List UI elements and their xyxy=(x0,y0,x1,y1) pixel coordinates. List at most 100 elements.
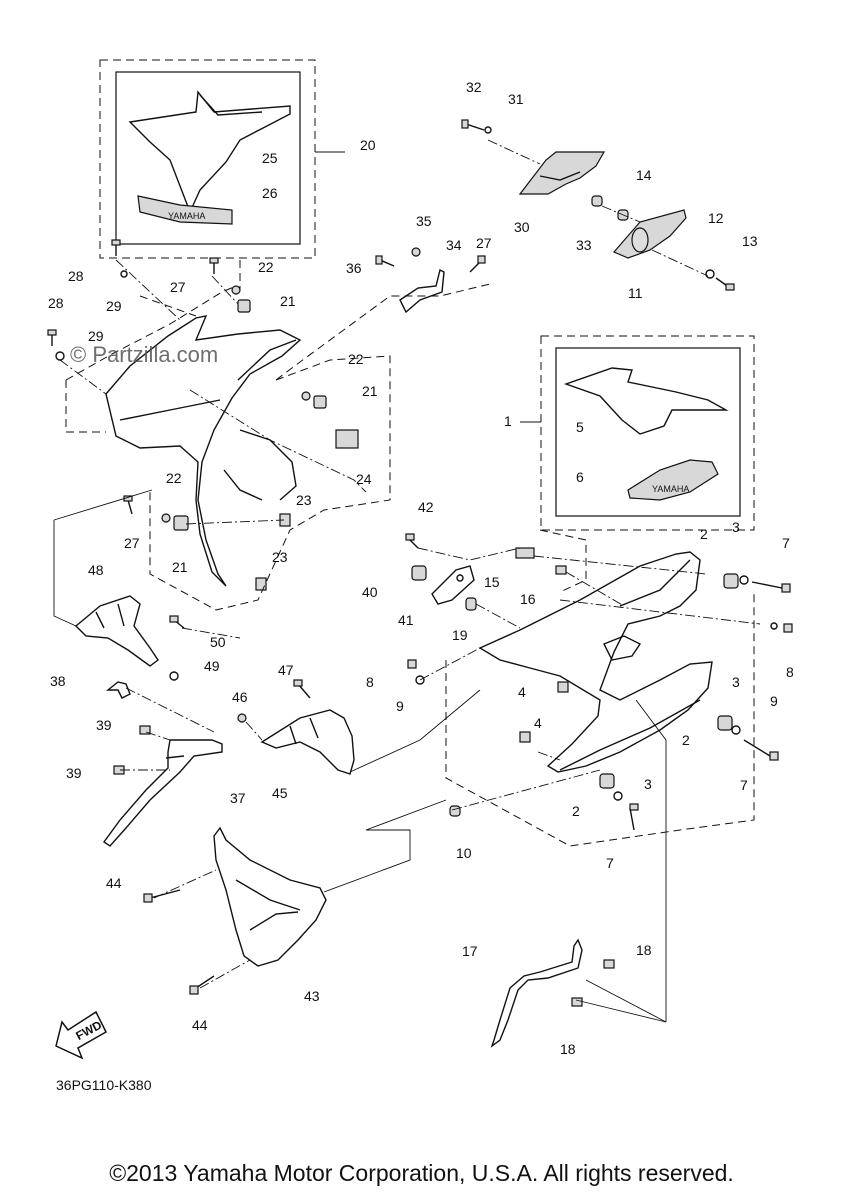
group-box-1 xyxy=(520,335,755,531)
callout-2-c: 2 xyxy=(572,803,580,819)
callout-9-b: 9 xyxy=(396,698,404,714)
diagram-code: 36PG110-K380 xyxy=(56,1077,152,1093)
callout-48: 48 xyxy=(88,562,104,578)
callout-27-b: 27 xyxy=(170,279,186,295)
callout-2-a: 2 xyxy=(700,526,708,542)
callout-46: 46 xyxy=(232,689,248,705)
callout-4-a: 4 xyxy=(518,684,526,700)
decal-26: YAMAHA xyxy=(137,195,233,225)
callout-19: 19 xyxy=(452,627,468,643)
bracket-45 xyxy=(260,709,355,775)
decal-25 xyxy=(128,90,291,214)
callout-28-a: 28 xyxy=(68,268,84,284)
callout-27-a: 27 xyxy=(476,235,492,251)
side-cowling-right xyxy=(478,551,713,773)
callout-3-c: 3 xyxy=(644,776,652,792)
callout-37: 37 xyxy=(230,790,246,806)
under-cowling-43 xyxy=(213,826,327,967)
callout-50: 50 xyxy=(210,634,226,650)
callout-7-c: 7 xyxy=(606,855,614,871)
callout-31: 31 xyxy=(508,91,524,107)
callout-34: 34 xyxy=(446,237,462,253)
callout-17: 17 xyxy=(462,943,478,959)
callout-23-b: 23 xyxy=(272,549,288,565)
callout-24: 24 xyxy=(356,471,372,487)
callout-12: 12 xyxy=(708,210,724,226)
callout-23-a: 23 xyxy=(296,492,312,508)
callout-6: 6 xyxy=(576,469,584,485)
clamp-38 xyxy=(106,681,131,699)
callout-5: 5 xyxy=(576,419,584,435)
callout-9-a: 9 xyxy=(770,693,778,709)
callout-40: 40 xyxy=(362,584,378,600)
callout-30: 30 xyxy=(514,219,530,235)
callout-42: 42 xyxy=(418,499,434,515)
fasteners xyxy=(47,119,793,1007)
copyright-notice: ©2013 Yamaha Motor Corporation, U.S.A. A… xyxy=(109,1160,734,1186)
stay-37 xyxy=(103,739,223,847)
callout-3-b: 3 xyxy=(732,674,740,690)
callout-11: 11 xyxy=(628,285,643,301)
callout-18-a: 18 xyxy=(636,942,652,958)
callout-21-a: 21 xyxy=(280,293,296,309)
leader-lines xyxy=(53,139,761,1023)
callout-18-b: 18 xyxy=(560,1041,576,1057)
callout-29-a: 29 xyxy=(106,298,122,314)
bracket-30 xyxy=(518,151,606,195)
callout-8-b: 8 xyxy=(366,674,374,690)
callout-27-c: 27 xyxy=(124,535,140,551)
callout-43: 43 xyxy=(304,988,320,1004)
decal-6: YAMAHA xyxy=(627,459,719,501)
bracket-34 xyxy=(399,268,445,314)
callout-2-b: 2 xyxy=(682,732,690,748)
callout-28-b: 28 xyxy=(48,295,64,311)
callout-1: 1 xyxy=(504,413,512,429)
callout-13: 13 xyxy=(742,233,758,249)
callout-26: 26 xyxy=(262,185,278,201)
callout-22-b: 22 xyxy=(348,351,364,367)
callout-16: 16 xyxy=(520,591,536,607)
decal-text-26: YAMAHA xyxy=(168,211,205,221)
callout-49: 49 xyxy=(204,658,220,674)
callout-22-a: 22 xyxy=(258,259,274,275)
decal-5 xyxy=(563,367,729,435)
callout-7-a: 7 xyxy=(782,535,790,551)
callout-45: 45 xyxy=(272,785,288,801)
assembly-outlines xyxy=(65,260,755,847)
callout-10: 10 xyxy=(456,845,472,861)
group-box-20 xyxy=(99,59,345,259)
callout-7-b: 7 xyxy=(740,777,748,793)
callout-labels: 20 25 26 32 31 30 33 14 12 13 11 35 34 2… xyxy=(48,79,794,1057)
watermark: © Partzilla.com xyxy=(70,342,218,367)
decal-text-6: YAMAHA xyxy=(652,484,689,494)
bracket-48 xyxy=(74,595,159,667)
callout-14: 14 xyxy=(636,167,652,183)
callout-15: 15 xyxy=(484,574,500,590)
callout-44-a: 44 xyxy=(106,875,122,891)
callout-39-a: 39 xyxy=(96,717,112,733)
callout-3-a: 3 xyxy=(732,519,740,535)
callout-44-b: 44 xyxy=(192,1017,208,1033)
callout-20: 20 xyxy=(360,137,376,153)
callout-41: 41 xyxy=(398,612,414,628)
stay-17 xyxy=(490,938,583,1048)
callout-4-b: 4 xyxy=(534,715,542,731)
callout-35: 35 xyxy=(416,213,432,229)
callout-25: 25 xyxy=(262,150,278,166)
bracket-41 xyxy=(431,565,475,605)
callout-32: 32 xyxy=(466,79,482,95)
callout-39-b: 39 xyxy=(66,765,82,781)
callout-33: 33 xyxy=(576,237,592,253)
callout-8-a: 8 xyxy=(786,664,794,680)
callout-36: 36 xyxy=(346,260,362,276)
callout-38: 38 xyxy=(50,673,66,689)
panel-11 xyxy=(613,209,687,259)
fwd-arrow-icon: FWD xyxy=(55,1010,107,1060)
callout-29-b: 29 xyxy=(88,328,104,344)
callout-22-c: 22 xyxy=(166,470,182,486)
callout-47: 47 xyxy=(278,662,294,678)
upper-cowling-left xyxy=(105,315,302,587)
callout-21-c: 21 xyxy=(172,559,188,575)
callout-21-b: 21 xyxy=(362,383,378,399)
